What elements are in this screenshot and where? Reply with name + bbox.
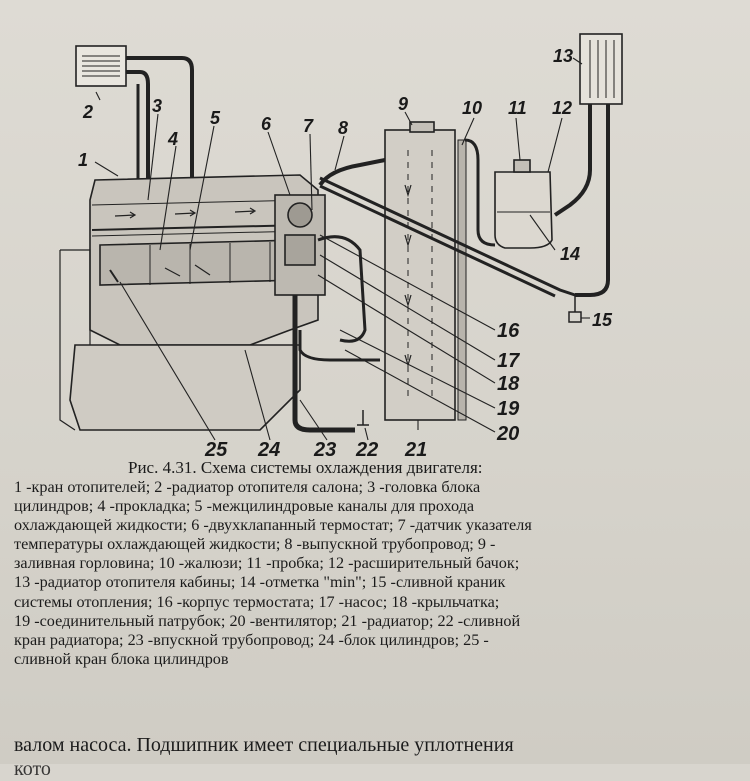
callout-2: 2 xyxy=(82,102,93,122)
callout-5: 5 xyxy=(210,108,221,128)
legend-line: охлаждающей жидкости; 6 -двухклапанный т… xyxy=(14,516,532,535)
callout-23: 23 xyxy=(313,439,336,460)
callout-7: 7 xyxy=(303,116,314,136)
callout-11: 11 xyxy=(508,98,527,118)
callout-14: 14 xyxy=(560,244,580,264)
body-line-1: валом насоса. Подшипник имеет специальны… xyxy=(14,734,514,756)
callout-22: 22 xyxy=(355,439,378,460)
callout-8: 8 xyxy=(338,118,348,138)
callout-15: 15 xyxy=(592,310,613,330)
callout-4: 4 xyxy=(167,129,178,149)
callout-3: 3 xyxy=(152,96,162,116)
callout-24: 24 xyxy=(257,439,280,460)
callout-1: 1 xyxy=(78,150,88,170)
salon-heater-radiator xyxy=(75,45,127,87)
radiator xyxy=(384,121,467,421)
callout-9: 9 xyxy=(398,94,408,114)
legend-line: цилиндров; 4 -прокладка; 5 -межцилиндров… xyxy=(14,497,475,516)
callout-20: 20 xyxy=(496,423,519,445)
figure-caption-title: Рис. 4.31. Схема системы охлаждения двиг… xyxy=(128,458,483,477)
callout-10: 10 xyxy=(462,98,482,118)
callout-18: 18 xyxy=(497,373,520,395)
legend-line: 13 -радиатор отопителя кабины; 14 -отмет… xyxy=(14,573,506,592)
legend-line: заливная горловина; 10 -жалюзи; 11 -проб… xyxy=(14,554,520,573)
legend-line: 19 -соединительный патрубок; 20 -вентиля… xyxy=(14,611,521,630)
figure-legend: 1 -кран отопителей; 2 -радиатор отопител… xyxy=(14,478,714,669)
cabin-heater-radiator xyxy=(553,33,623,297)
callout-19: 19 xyxy=(497,398,520,420)
callout-numbers: 1 2 3 4 5 6 7 8 9 10 11 12 13 14 15 16 1… xyxy=(78,46,613,460)
thermostat-and-pump xyxy=(274,194,380,433)
callout-6: 6 xyxy=(261,114,272,134)
engine-block xyxy=(59,174,319,431)
expansion-tank xyxy=(464,138,553,249)
body-line-2: кото xyxy=(14,758,51,780)
body-paragraph: валом насоса. Подшипник имеет специальны… xyxy=(14,733,744,781)
legend-line: системы отопления; 16 -корпус термостата… xyxy=(14,592,500,611)
leader-lines xyxy=(94,57,590,441)
callout-25: 25 xyxy=(204,439,228,460)
legend-line: 1 -кран отопителей; 2 -радиатор отопител… xyxy=(14,478,481,496)
legend-line: сливной кран блока цилиндров xyxy=(14,649,229,668)
cooling-system-diagram: 1 2 3 4 5 6 7 8 9 10 11 12 13 14 15 16 1… xyxy=(59,33,623,460)
callout-13: 13 xyxy=(553,46,573,66)
callout-16: 16 xyxy=(497,320,520,342)
legend-line: кран радиатора; 23 -впускной трубопровод… xyxy=(14,630,489,649)
callout-17: 17 xyxy=(497,350,520,372)
callout-21: 21 xyxy=(404,439,427,460)
callout-12: 12 xyxy=(552,98,572,118)
legend-line: температуры охлаждающей жидкости; 8 -вып… xyxy=(14,535,496,554)
